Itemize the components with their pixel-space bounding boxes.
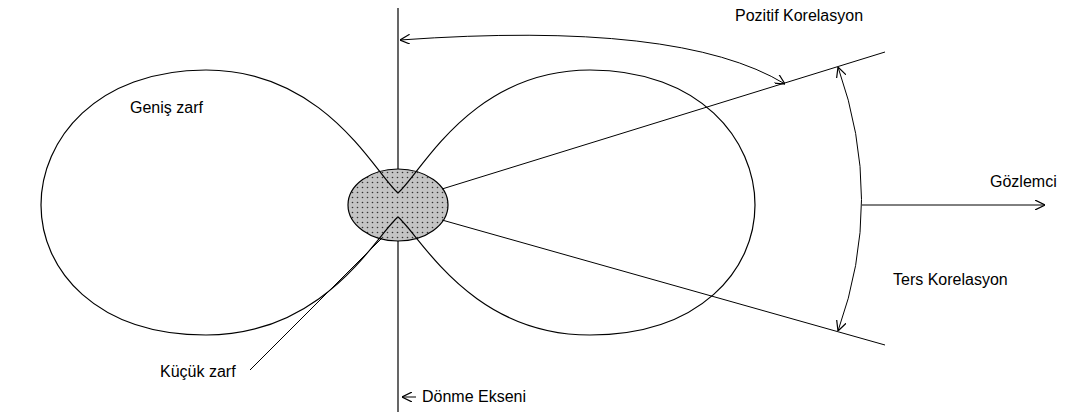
annotation-label: Küçük zarf — [160, 362, 236, 381]
axis-pointer — [402, 397, 416, 398]
annotation-label: Gözlemci — [990, 172, 1057, 191]
small-envelope — [348, 169, 448, 241]
envelope-label: Geniş zarf — [130, 98, 203, 117]
annotation-label: Dönme Ekseni — [422, 387, 526, 406]
sight-line — [442, 52, 885, 189]
annotation-label: Pozitif Korelasyon — [735, 6, 863, 25]
positive-arc — [400, 35, 785, 84]
observer-arrow — [862, 205, 1045, 206]
leader-line — [250, 238, 382, 370]
inverse-arc — [838, 67, 862, 331]
sight-line — [442, 220, 885, 345]
envelope-path — [41, 70, 755, 335]
annotation-label: Ters Korelasyon — [893, 270, 1008, 289]
envelope-shape: Geniş zarf — [38, 66, 758, 338]
